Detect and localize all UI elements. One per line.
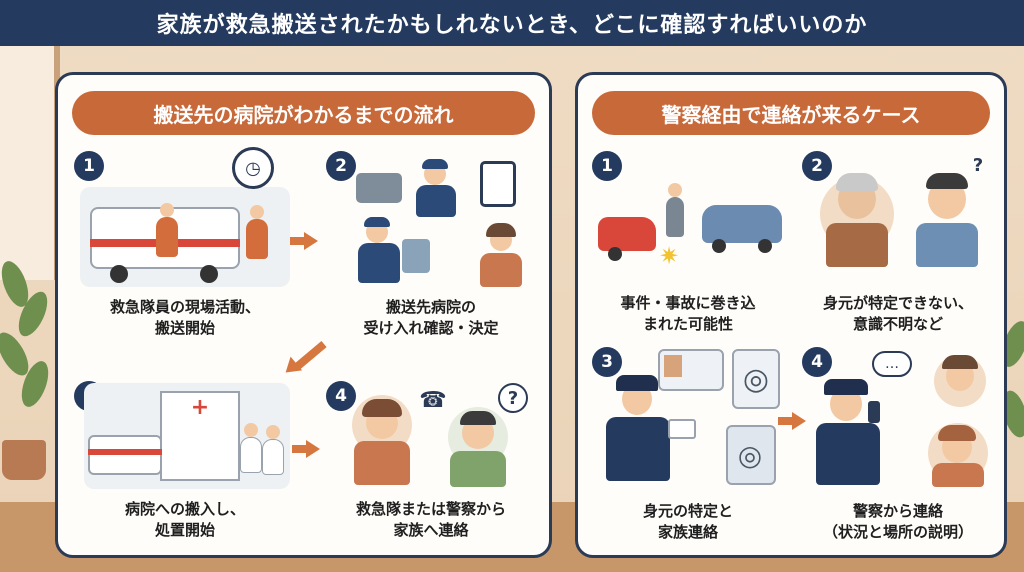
right-step-3: 3 ◎ ◎ 身元の特定と 家族連絡 [588, 343, 788, 553]
flow-arrow [295, 341, 327, 369]
flow-arrow-head [306, 440, 320, 458]
phone-icon: ☎ ? [338, 377, 534, 489]
right-plant-decoration [996, 300, 1024, 520]
question-icon: ? [816, 153, 996, 277]
ambulance-icon [80, 187, 290, 287]
step-number: 1 [592, 151, 622, 181]
radio-icon [350, 157, 530, 297]
left-step-1: 1 ◷ 救急隊員の現場活動、 搬送開始 [70, 147, 300, 347]
background-window [0, 40, 60, 280]
right-step-1: 1 ✷ 事件・事故に巻き込 まれた可能性 [588, 147, 788, 347]
right-step-2: 2 ? 身元が特定できない、 意識不明など [796, 147, 1000, 347]
flow-arrow-head [792, 412, 806, 430]
clock-icon: ◷ [232, 147, 274, 189]
left-panel: 搬送先の病院がわかるまでの流れ 1 ◷ 救急隊員の現場活動、 搬送開始 2 [55, 72, 552, 558]
right-step-4-caption: 警察から連絡 （状況と場所の説明） [822, 502, 973, 541]
page-title: 家族が救急搬送されたかもしれないとき、どこに確認すればいいのか [0, 0, 1024, 46]
left-step-4-caption: 救急隊または警察から 家族へ連絡 [355, 500, 506, 539]
left-step-3-caption: 病院への搬入し、 処置開始 [124, 500, 245, 539]
left-step-3: 3 + 病院への搬入し、 処置開始 [70, 377, 300, 557]
right-step-4: 4 … 警察から連絡 （状況と場所の説明） [796, 343, 1000, 553]
right-step-2-caption: 身元が特定できない、 意識不明など [822, 294, 973, 333]
left-step-2-caption: 搬送先病院の 受け入れ確認・決定 [363, 298, 499, 337]
right-panel-title: 警察経由で連絡が来るケース [592, 91, 990, 135]
flow-arrow [292, 445, 306, 453]
hospital-icon: + [84, 383, 290, 489]
speech-bubble-icon: … [810, 347, 996, 491]
flow-arrow-head [304, 232, 318, 250]
step-number: 4 [326, 381, 356, 411]
flow-arrow [290, 237, 304, 245]
left-step-2: 2 搬送先病院の 受け入れ確認・決定 [320, 147, 542, 347]
right-step-1-caption: 事件・事故に巻き込 まれた可能性 [620, 294, 756, 333]
left-panel-title: 搬送先の病院がわかるまでの流れ [72, 91, 535, 135]
left-step-1-caption: 救急隊員の現場活動、 搬送開始 [109, 298, 260, 337]
step-number: 4 [802, 347, 832, 377]
step-number: 2 [326, 151, 356, 181]
step-number: 3 [592, 347, 622, 377]
fingerprint-icon: ◎ ◎ [600, 349, 786, 489]
left-step-4: 4 ☎ ? 救急隊または警察から 家族へ連絡 [320, 377, 542, 557]
flow-arrow [778, 417, 792, 425]
right-step-3-caption: 身元の特定と 家族連絡 [642, 502, 733, 541]
step-number: 1 [74, 151, 104, 181]
car-accident-icon: ✷ [598, 177, 784, 277]
left-plant-decoration [0, 250, 54, 510]
step-number: 2 [802, 151, 832, 181]
right-panel: 警察経由で連絡が来るケース 1 ✷ 事件・事故に巻き込 まれた可能性 2 ? [575, 72, 1007, 558]
